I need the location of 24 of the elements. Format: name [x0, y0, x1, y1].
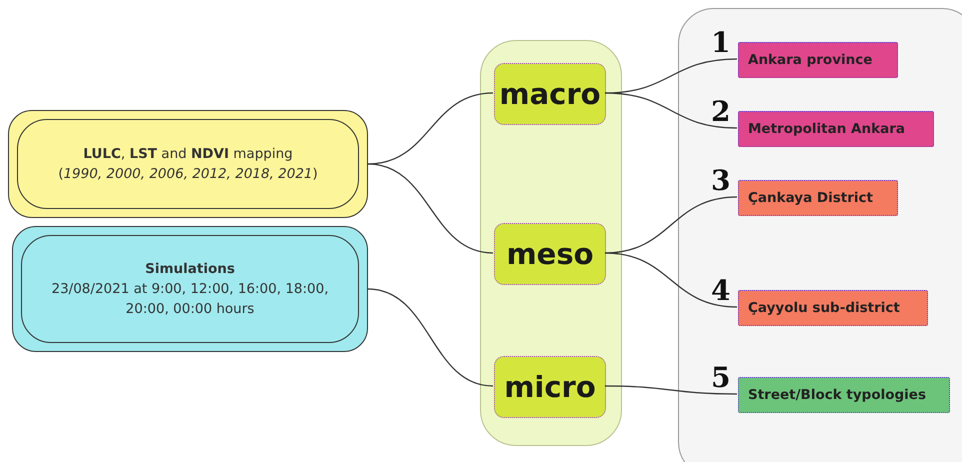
- connector-line: [604, 252, 738, 308]
- area-box: Çayyolu sub-district: [738, 290, 928, 326]
- scale-box: micro: [494, 356, 606, 418]
- scale-box: macro: [494, 63, 606, 125]
- area-box: Street/Block typologies: [738, 377, 950, 413]
- group-panel: [480, 40, 622, 446]
- callout-number: 3: [710, 167, 732, 195]
- rounded-box: [12, 226, 368, 352]
- scale-box: meso: [494, 223, 606, 285]
- callout-number: 1: [710, 29, 732, 57]
- connector-line: [604, 92, 738, 129]
- area-box: Metropolitan Ankara: [738, 111, 934, 147]
- area-box: Çankaya District: [738, 180, 898, 216]
- connector-line: [605, 385, 737, 395]
- group-panel: [678, 8, 962, 462]
- callout-number: 2: [710, 98, 732, 126]
- box-heading: Simulations: [145, 260, 235, 279]
- callout-number: 5: [710, 364, 732, 392]
- box-text: (1990, 2000, 2006, 2012, 2018, 2021): [58, 165, 318, 184]
- box-text: 23/08/2021 at 9:00, 12:00, 16:00, 18:00, 20:00, 00:00 hours: [50, 280, 330, 320]
- box-heading: LULC, LST and NDVI mapping: [83, 144, 293, 164]
- callout-number: 4: [710, 277, 732, 305]
- area-box: Ankara province: [738, 42, 898, 78]
- rounded-box: [8, 110, 368, 218]
